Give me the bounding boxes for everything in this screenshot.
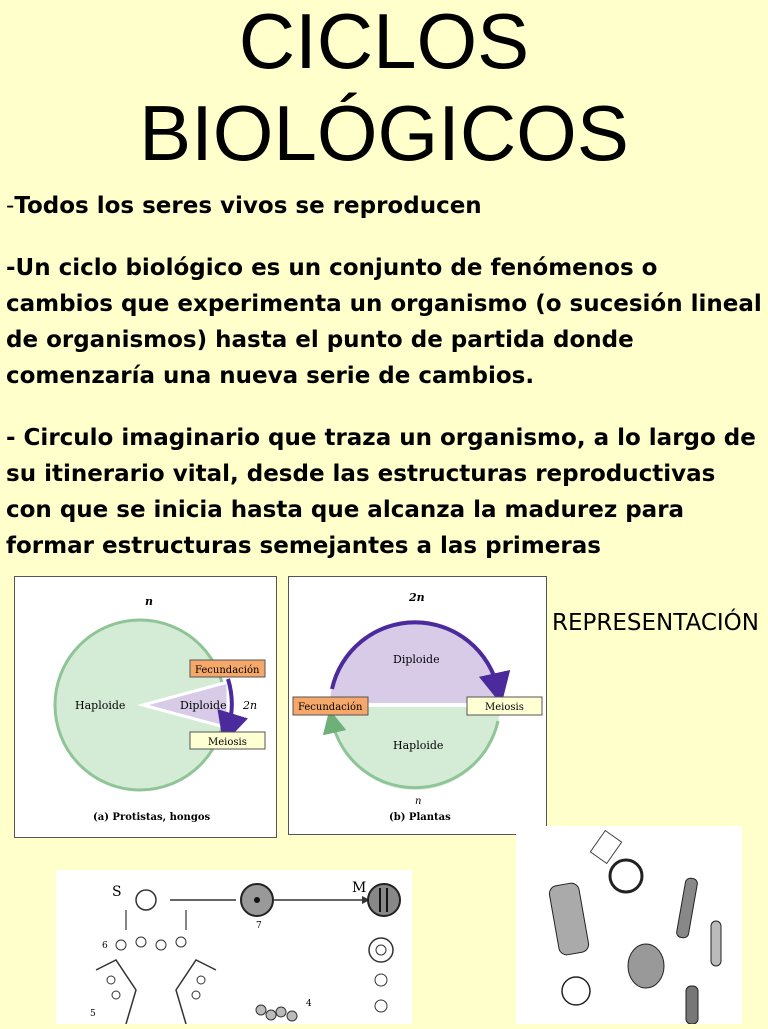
fecundation-label: Fecundación xyxy=(195,665,260,676)
two-n-label: 2n xyxy=(408,591,425,604)
representation-label: REPRESENTACIÓN xyxy=(552,610,759,636)
num-7: 7 xyxy=(256,921,262,931)
diploid-half xyxy=(330,620,500,705)
num-4: 4 xyxy=(306,999,312,1009)
fecundation-box xyxy=(189,659,266,678)
diagram-protists-fungi: n Haploide Diploide 2n Fecundación Meios… xyxy=(14,576,277,838)
swarmer-cell xyxy=(676,877,698,939)
diploid-label: Diploide xyxy=(180,699,227,712)
meiosis-label: Meiosis xyxy=(208,737,247,748)
diagram-plants: 2n Diploide Haploide Fecundación Meiosis… xyxy=(288,576,547,835)
paragraph-1-dash: - xyxy=(6,193,15,219)
n-label: n xyxy=(145,595,153,608)
caption-a: (a) Protistas, hongos xyxy=(93,812,210,823)
cell-s xyxy=(135,889,157,911)
meiosis-box xyxy=(189,731,266,750)
fecundation-label: Fecundación xyxy=(298,702,363,713)
label-s: S xyxy=(112,884,122,900)
label-m: M xyxy=(352,880,366,896)
diagram-c-svg: S M 7 6 5 4 xyxy=(56,870,412,1025)
haploid-label: Haploide xyxy=(75,699,125,712)
diagram-life-cycle-sketch: S M 7 6 5 4 xyxy=(56,870,412,1025)
vegetative-cell xyxy=(627,943,665,989)
slide-title: CICLOS BIOLÓGICOS xyxy=(0,0,768,179)
diploid-label: Diploide xyxy=(393,653,440,666)
diagram-cell-cycle-sketch xyxy=(516,826,742,1025)
paragraph-1: -Todos los seres vivos se reproducen xyxy=(6,188,766,224)
meiosis-label: Meiosis xyxy=(485,702,524,713)
paragraph-2: -Un ciclo biológico es un conjunto de fe… xyxy=(6,255,762,389)
title-line-1: CICLOS xyxy=(238,0,530,85)
cell-m xyxy=(367,883,401,917)
diagram-a-svg: n Haploide Diploide 2n Fecundación Meios… xyxy=(53,595,266,823)
diagram-d-svg xyxy=(516,826,742,1025)
fecundation-box xyxy=(292,696,369,716)
diploid-wedge xyxy=(137,680,230,730)
paragraph-1-text: Todos los seres vivos se reproducen xyxy=(14,193,482,219)
diagram-b-svg: 2n Diploide Haploide Fecundación Meiosis… xyxy=(292,591,543,823)
haploid-label: Haploide xyxy=(393,739,443,752)
haploid-half xyxy=(330,705,500,790)
n-label: n xyxy=(415,796,421,807)
caption-b: (b) Plantas xyxy=(389,812,451,823)
meiosis-box xyxy=(466,696,543,716)
daughter-cell xyxy=(548,882,590,956)
spore-cell xyxy=(608,858,644,894)
num-5: 5 xyxy=(90,1009,96,1019)
diploid-arrow xyxy=(217,678,248,745)
two-n-label: 2n xyxy=(242,699,257,712)
title-line-2: BIOLÓGICOS xyxy=(139,89,629,177)
diploid-arrow xyxy=(330,620,511,705)
paragraph-3: - Circulo imaginario que traza un organi… xyxy=(6,425,756,559)
num-6: 6 xyxy=(102,941,108,951)
haploid-arrow xyxy=(322,709,500,790)
